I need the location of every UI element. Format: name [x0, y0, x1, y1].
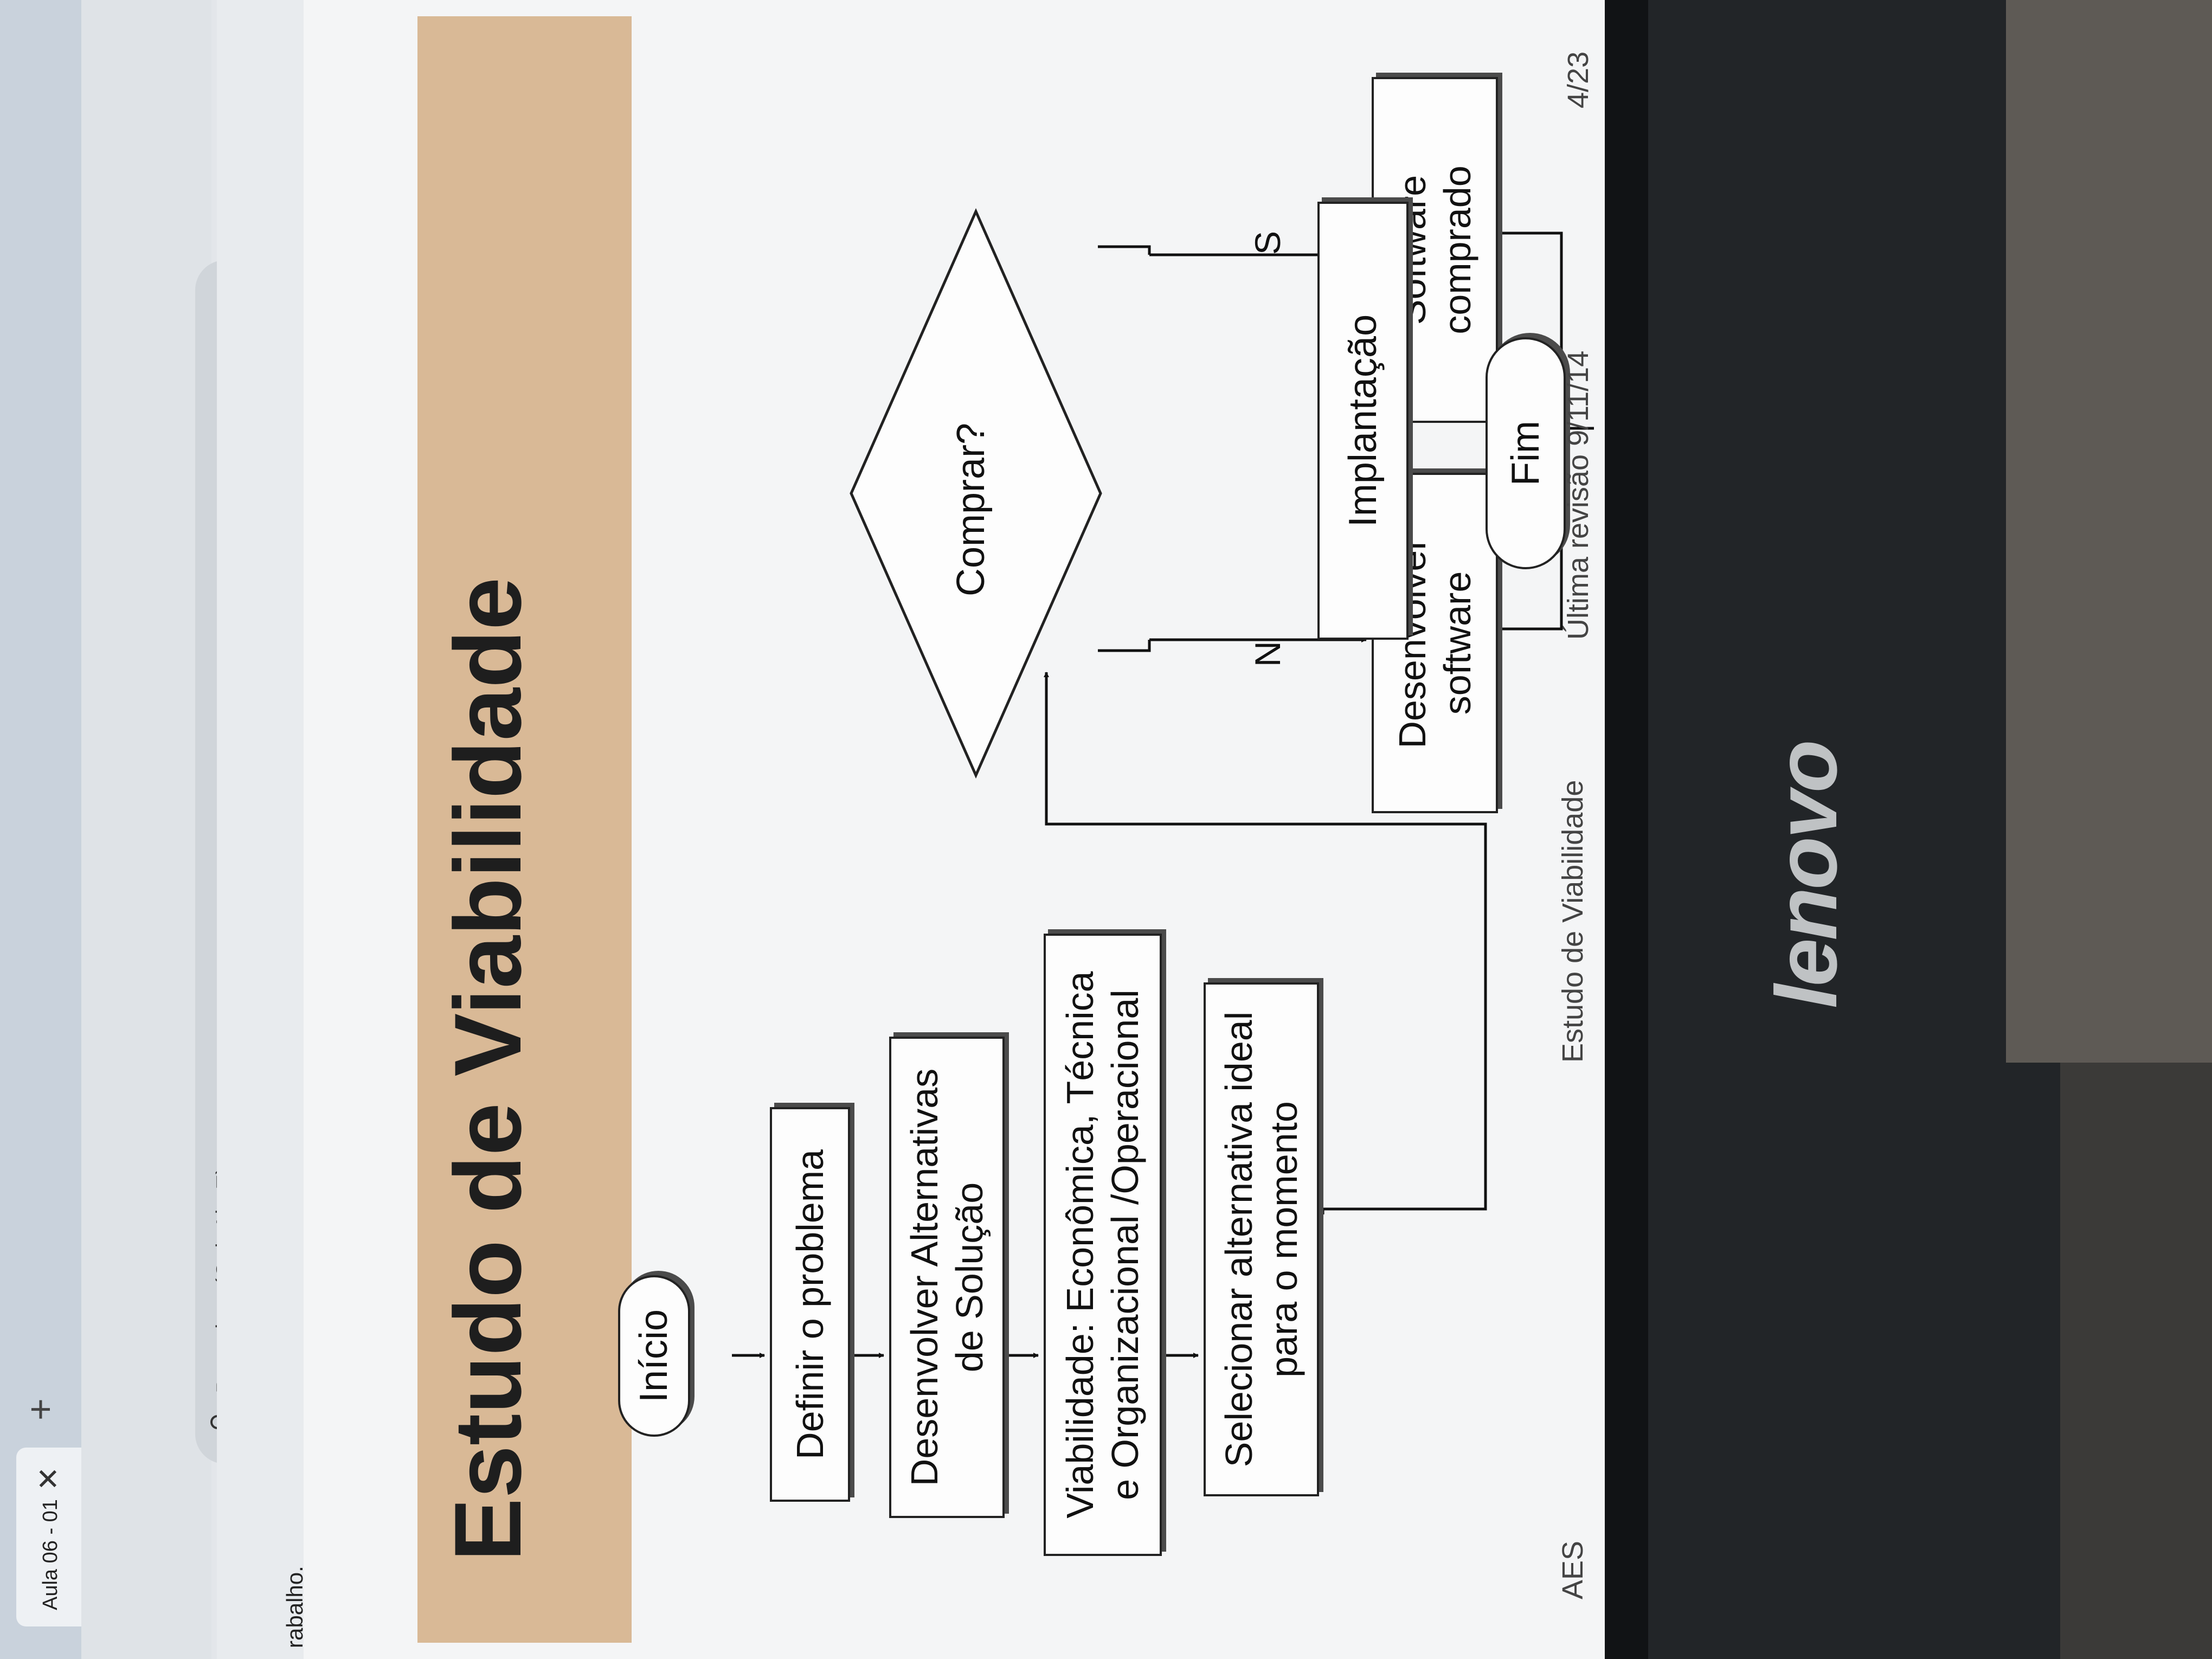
flow-end-terminal: Fim: [1486, 337, 1566, 569]
bezel-edge: [1605, 0, 1648, 1659]
flow-step4-line1: Selecionar alternativa ideal: [1217, 1011, 1260, 1468]
background-shadow: [2060, 1063, 2212, 1659]
page-number: 4/23: [1562, 51, 1594, 108]
browser-chrome: Aula 06 - 01 ✕ + Pesquisar (Ctrl+Alt+E) …: [0, 0, 307, 1659]
toolbar: Pesquisar (Ctrl+Alt+E): [81, 0, 255, 1659]
flow-step4-line2: para o momento: [1262, 1101, 1305, 1378]
flow-step2-line1: Desenvolver Alternativas: [903, 1068, 946, 1487]
flow-decision-label: Comprar?: [949, 422, 993, 596]
branch-no: [1098, 640, 1151, 652]
flow-buy-line2: comprado: [1436, 165, 1478, 335]
branch-yes: [1098, 245, 1151, 255]
footer-center: Estudo de Viabilidade: [1557, 780, 1589, 1063]
flow-start-terminal: Início: [618, 1275, 690, 1437]
footer-left: AES: [1557, 1540, 1589, 1599]
slide: Estudo de Viabilidade: [304, 0, 1605, 1659]
flow-develop-alternatives: Desenvolver Alternativas de Solução: [889, 1037, 1005, 1518]
flow-start-label: Início: [632, 1309, 676, 1403]
tab-bar: Aula 06 - 01 ✕ +: [0, 0, 81, 1659]
flow-define-problem-label: Definir o problema: [788, 1149, 831, 1459]
monitor-logo: lenovo: [1758, 742, 1855, 1008]
background-desk: [2006, 0, 2212, 1063]
flow-step3-line2: e Organizacional /Operacional: [1104, 989, 1146, 1500]
yes-branch-label: S: [1248, 230, 1288, 255]
flow-select-alternative: Selecionar alternativa ideal para o mome…: [1204, 982, 1319, 1496]
tab-title: Aula 06 - 01: [39, 1499, 62, 1610]
arrow-step4-decision: [1044, 672, 1487, 1214]
new-tab-button[interactable]: +: [19, 1398, 61, 1420]
flow-deployment-label: Implantação: [1341, 314, 1385, 528]
no-branch-label: N: [1248, 641, 1288, 667]
flow-decision-diamond: [850, 208, 1102, 779]
flow-define-problem: Definir o problema: [770, 1107, 850, 1502]
flow-dev-line2: software: [1436, 571, 1478, 715]
close-icon[interactable]: ✕: [33, 1466, 65, 1491]
tab-aula-06[interactable]: Aula 06 - 01 ✕: [16, 1448, 81, 1626]
flow-step3-line1: Viabilidade: Econômica, Técnica: [1059, 971, 1102, 1519]
flow-end-label: Fim: [1503, 421, 1547, 486]
flow-deployment: Implantação: [1317, 202, 1409, 640]
info-strip: rabalho.: [217, 0, 307, 1659]
flow-feasibility: Viabilidade: Econômica, Técnica e Organi…: [1044, 934, 1162, 1556]
flow-step2-line2: de Solução: [948, 1182, 991, 1373]
footer-revision: Última revisão 9/11/14: [1562, 350, 1594, 640]
